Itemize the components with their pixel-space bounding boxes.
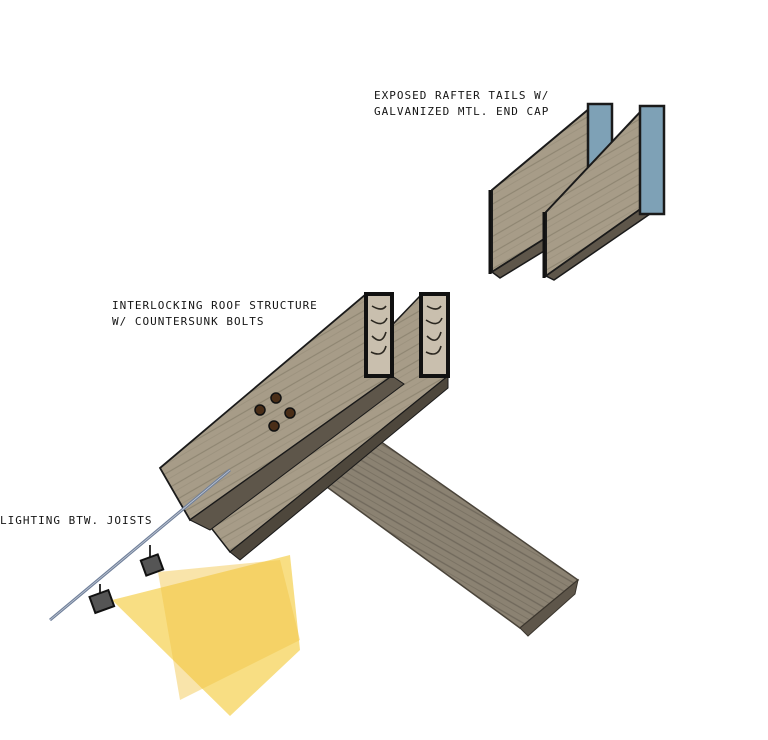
- roof-structure-label-line-1: Interlocking Roof Structure: [112, 299, 318, 312]
- lighting-label: Lighting Btw. Joists: [0, 513, 152, 529]
- rafter-tails: [488, 102, 666, 281]
- roof-structure: [158, 292, 450, 561]
- lighting-label-text: Lighting Btw. Joists: [0, 514, 153, 527]
- rafter-right: [542, 104, 666, 281]
- rafter-tails-label-line-2: Galvanized Mtl. End Cap: [374, 105, 550, 118]
- roof-structure-label-line-2: w/ Countersunk Bolts: [112, 315, 265, 328]
- roof-structure-label: Interlocking Roof Structure w/ Countersu…: [112, 298, 318, 330]
- end-grain-back: [419, 292, 450, 378]
- countersunk-bolts: [254, 392, 296, 432]
- light-fixture-upper: [139, 545, 165, 577]
- end-grain-front: [364, 292, 394, 378]
- light-cone-back: [158, 560, 300, 700]
- lighting-system: [49, 468, 300, 716]
- light-fixture-lower: [88, 584, 116, 615]
- rafter-tails-label: Exposed Rafter Tails w/ Galvanized Mtl. …: [374, 88, 549, 120]
- light-cone-front: [112, 555, 300, 716]
- end-cap-right: [638, 104, 666, 216]
- rafter-tails-label-line-1: Exposed Rafter Tails w/: [374, 89, 550, 102]
